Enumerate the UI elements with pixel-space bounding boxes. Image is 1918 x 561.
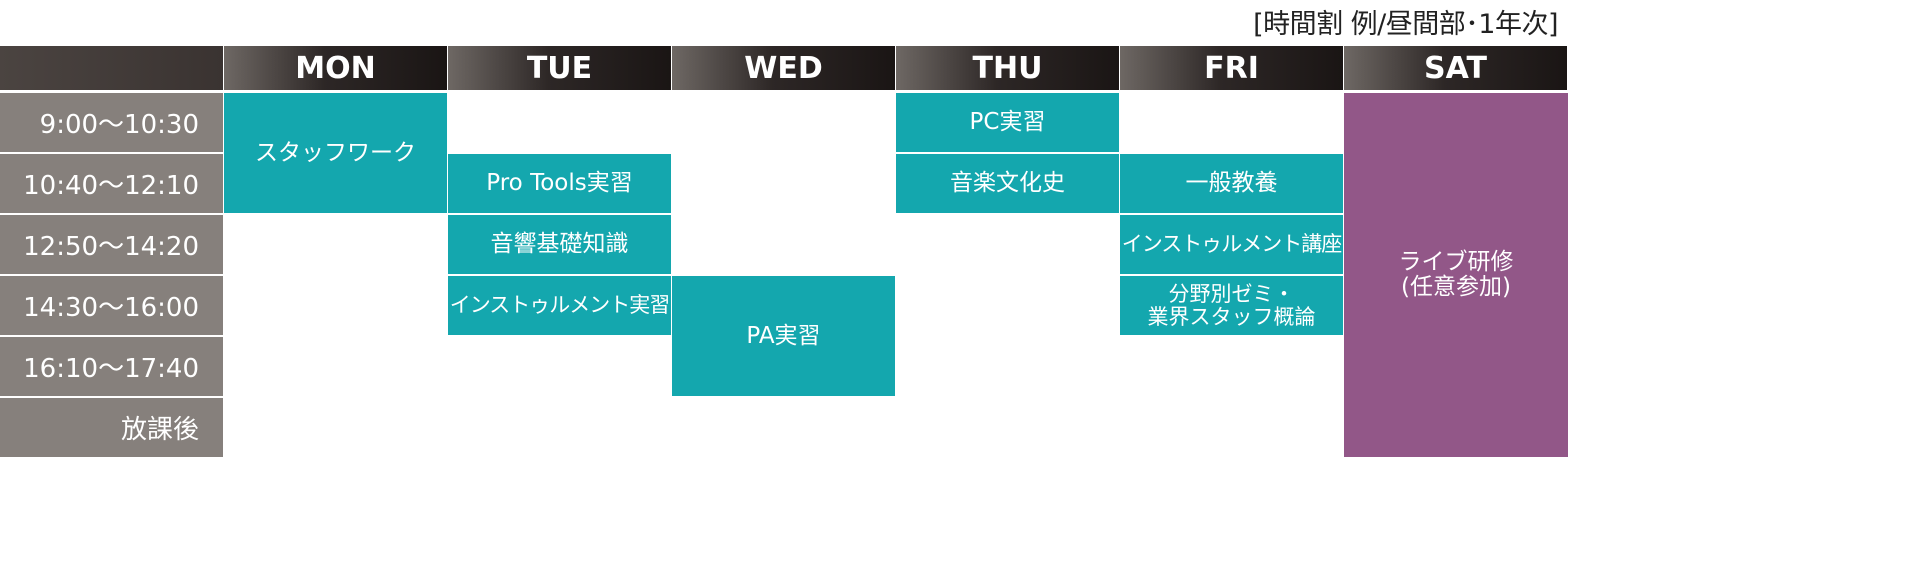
- day-header-sat: SAT: [1344, 46, 1567, 90]
- time-slot-5: 16:10〜17:40: [0, 337, 223, 396]
- class-fri-instrument-koza: インストゥルメント講座: [1120, 215, 1343, 274]
- class-tue-instrument-jisshu: インストゥルメント実習: [448, 276, 671, 335]
- timetable-caption: [時間割 例/昼間部･1年次]: [1253, 9, 1558, 40]
- class-mon-staffwork: スタッフワーク: [224, 93, 447, 213]
- time-slot-4: 14:30〜16:00: [0, 276, 223, 335]
- class-tue-onkyo-kiso: 音響基礎知識: [448, 215, 671, 274]
- header-corner: [0, 46, 223, 90]
- time-slot-3: 12:50〜14:20: [0, 215, 223, 274]
- class-thu-pc: PC実習: [896, 93, 1119, 152]
- class-fri-bunya-seminar: 分野別ゼミ・ 業界スタッフ概論: [1120, 276, 1343, 335]
- class-thu-ongaku-bunkashi: 音楽文化史: [896, 154, 1119, 213]
- day-header-row: MON TUE WED THU FRI SAT: [0, 46, 1568, 90]
- class-wed-pa: PA実習: [672, 276, 895, 396]
- time-slot-1: 9:00〜10:30: [0, 93, 223, 152]
- class-tue-protools: Pro Tools実習: [448, 154, 671, 213]
- time-slot-after-school: 放課後: [0, 398, 223, 457]
- time-slot-2: 10:40〜12:10: [0, 154, 223, 213]
- class-sat-live-line2: (任意参加): [1401, 274, 1511, 300]
- day-header-mon: MON: [224, 46, 447, 90]
- day-header-thu: THU: [896, 46, 1119, 90]
- class-fri-bunya-line2: 業界スタッフ概論: [1147, 304, 1316, 329]
- class-sat-live-line1: ライブ研修: [1398, 248, 1514, 275]
- day-header-wed: WED: [672, 46, 895, 90]
- day-header-tue: TUE: [448, 46, 671, 90]
- class-fri-bunya-line1: 分野別ゼミ・: [1168, 282, 1295, 307]
- class-fri-ippan-kyoyo: 一般教養: [1120, 154, 1343, 213]
- day-header-fri: FRI: [1120, 46, 1343, 90]
- class-sat-live-kenshu: ライブ研修 (任意参加): [1344, 93, 1568, 457]
